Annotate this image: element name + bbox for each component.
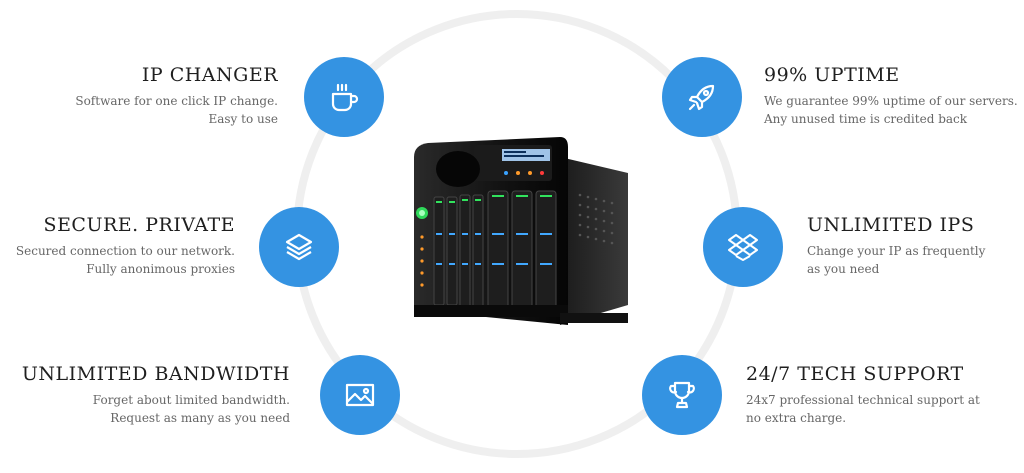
- feature-description-line: We guarantee 99% uptime of our servers.: [764, 94, 1018, 108]
- feature-description-line: Request as many as you need: [110, 411, 290, 425]
- feature-title: 99% UPTIME: [764, 64, 900, 86]
- feature-title: UNLIMITED BANDWIDTH: [21, 363, 290, 385]
- feature-description-line: Forget about limited bandwidth.: [92, 393, 290, 407]
- secure-private-badge: [259, 207, 339, 287]
- uptime-badge: [662, 57, 742, 137]
- feature-description-line: Change your IP as frequently: [807, 244, 986, 258]
- feature-uptime: 99% UPTIME We guarantee 99% uptime of ou…: [764, 64, 1018, 128]
- feature-description-line: no extra charge.: [746, 411, 847, 425]
- feature-description-line: 24x7 professional technical support at: [746, 393, 980, 407]
- layers-icon: [285, 233, 313, 261]
- server-illustration: [414, 137, 628, 325]
- feature-secure-private: SECURE. PRIVATE Secured connection to ou…: [16, 214, 235, 278]
- feature-description-line: Any unused time is credited back: [764, 112, 968, 126]
- unlimited-ips-badge: [703, 207, 783, 287]
- feature-ip-changer: IP CHANGER Software for one click IP cha…: [75, 64, 278, 128]
- feature-tech-support: 24/7 TECH SUPPORT 24x7 professional tech…: [746, 363, 980, 427]
- feature-unlimited-bandwidth: UNLIMITED BANDWIDTH Forget about limited…: [22, 363, 290, 427]
- rocket-icon: [688, 84, 715, 111]
- feature-description-line: Easy to use: [208, 112, 278, 126]
- feature-description-line: as you need: [807, 262, 880, 276]
- feature-title: 24/7 TECH SUPPORT: [746, 363, 964, 385]
- feature-unlimited-ips: UNLIMITED IPS Change your IP as frequent…: [807, 214, 985, 278]
- feature-description-line: Secured connection to our network.: [15, 244, 235, 258]
- coffee-cup-icon: [331, 83, 359, 112]
- tech-support-badge: [642, 355, 722, 435]
- dropbox-icon: [728, 234, 758, 261]
- unlimited-bandwidth-badge: [320, 355, 400, 435]
- feature-description-line: Fully anonimous proxies: [86, 262, 235, 276]
- feature-title: UNLIMITED IPS: [807, 214, 975, 236]
- feature-title: IP CHANGER: [141, 64, 278, 86]
- image-icon: [345, 383, 375, 407]
- feature-title: SECURE. PRIVATE: [43, 214, 235, 236]
- trophy-icon: [669, 381, 695, 409]
- feature-description-line: Software for one click IP change.: [75, 94, 278, 108]
- ip-changer-badge: [304, 57, 384, 137]
